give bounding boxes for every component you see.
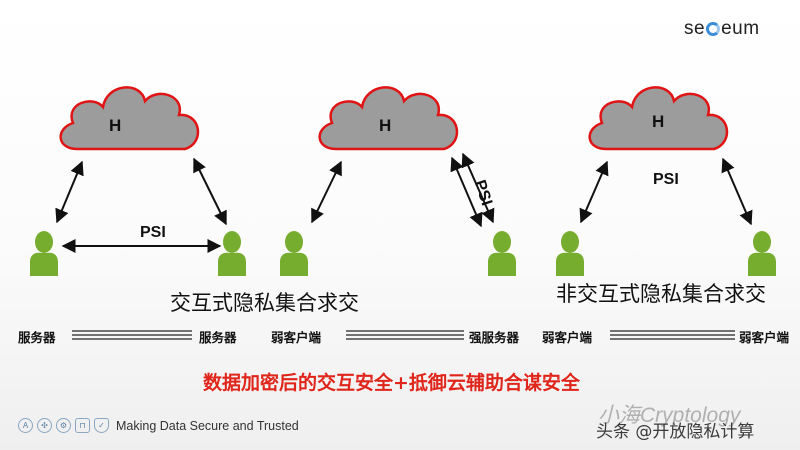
cloud-label-left: H [109, 116, 122, 135]
person-weak-client-3 [748, 231, 776, 276]
gear-icon: ⚙ [56, 418, 71, 433]
person-strong-server [488, 231, 516, 276]
ai-icon: A [18, 418, 33, 433]
role-weak-client-1: 弱客户端 [271, 330, 322, 345]
role-server-1: 服务器 [18, 330, 56, 345]
psi-label-right: PSI [653, 171, 679, 188]
person-weak-client-1 [280, 231, 308, 276]
role-weak-client-2: 弱客户端 [542, 330, 593, 345]
footer: A ✣ ⚙ ⊓ ✓ Making Data Secure and Trusted [18, 418, 299, 433]
connector-lines [72, 330, 735, 340]
role-server-2: 服务器 [199, 330, 237, 345]
arrow-cloud-server2 [193, 157, 227, 226]
person-server-1 [30, 231, 58, 276]
role-weak-client-3: 弱客户端 [739, 330, 790, 345]
logo-ring-icon [706, 22, 721, 36]
lock-icon: ⊓ [75, 418, 90, 433]
arrow-cloud-weak-3 [721, 157, 753, 226]
cloud-left [59, 86, 200, 151]
watermark-source: 头条 @开放隐私计算 [596, 422, 755, 442]
person-server-2 [218, 231, 246, 276]
security-slogan: 数据加密后的交互安全+抵御云辅助合谋安全 [203, 372, 580, 394]
arrow-cloud-weak [311, 160, 342, 224]
watermark-author: 小海Cryptology [598, 404, 741, 427]
cloud-label-middle: H [379, 116, 392, 135]
footer-tagline: Making Data Secure and Trusted [116, 418, 299, 433]
caption-interactive: 交互式隐私集合求交 [170, 291, 359, 315]
network-icon: ✣ [37, 418, 52, 433]
person-weak-client-2 [556, 231, 584, 276]
cloud-label-right: H [652, 112, 665, 131]
arrow-cloud-strong-b [461, 152, 495, 224]
role-strong-server: 强服务器 [469, 330, 520, 345]
arrow-cloud-weak-2 [579, 160, 609, 224]
psi-label-left: PSI [140, 224, 166, 241]
arrow-cloud-server1 [55, 160, 84, 224]
shield-check-icon: ✓ [94, 418, 109, 433]
caption-non-interactive: 非交互式隐私集合求交 [556, 282, 766, 306]
